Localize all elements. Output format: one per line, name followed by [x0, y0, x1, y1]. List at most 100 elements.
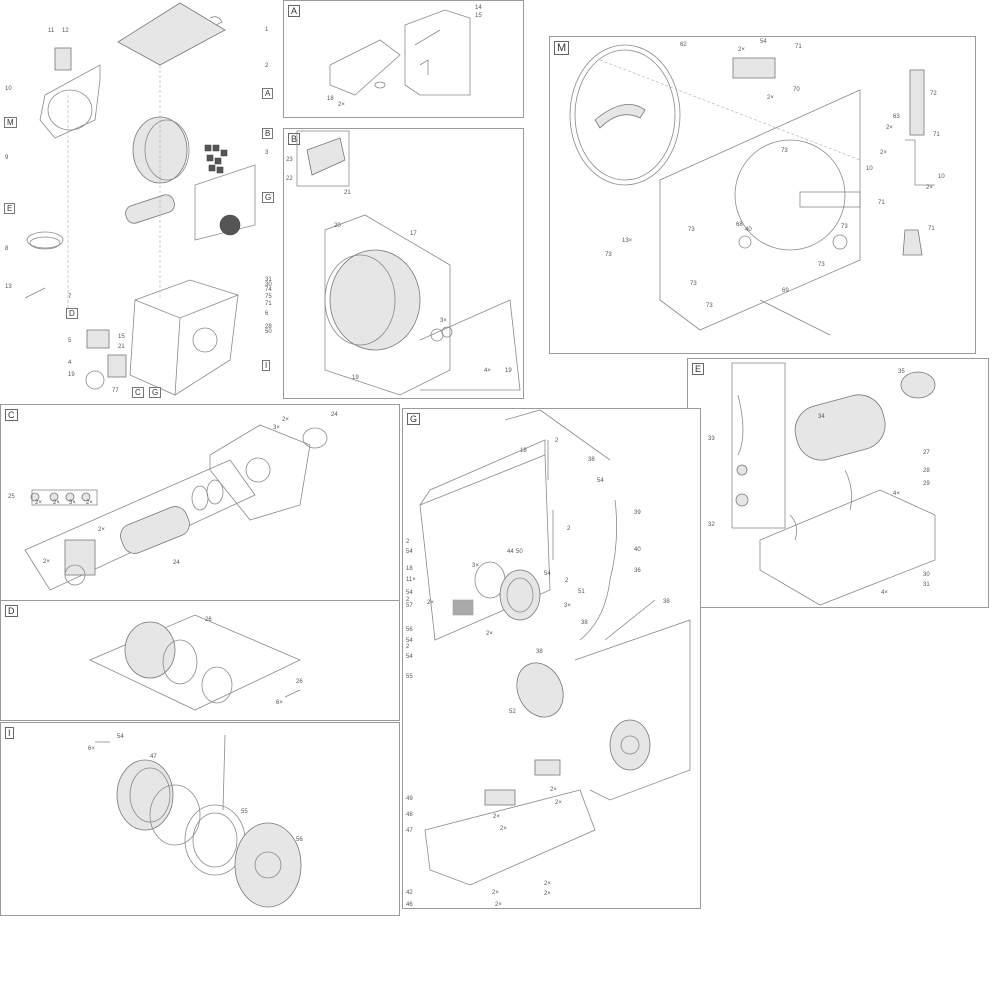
part-callout-label: 18 [406, 566, 413, 572]
part-callout-label: 55 [406, 674, 413, 680]
part-callout-label: 71 [928, 226, 935, 232]
part-callout-label: 18 [327, 96, 334, 102]
part-callout-label: 2× [544, 881, 551, 887]
part-callout-label: 47 [150, 754, 157, 760]
part-callout-label: 30 [265, 282, 272, 288]
main-tank [129, 279, 239, 396]
part-callout-label: 55 [241, 809, 248, 815]
part-callout-label: 21 [118, 344, 125, 350]
part-callout-label: 5 [68, 338, 72, 344]
part-callout-label: 48 [406, 812, 413, 818]
cable-box [732, 57, 776, 79]
part-callout-label: 40 [634, 547, 641, 553]
part-callout-label: 11× [406, 577, 416, 583]
part-callout-label: 40 [745, 227, 752, 233]
panel-b-art [296, 130, 521, 396]
part-callout-label: 46 [406, 902, 413, 908]
uv-tube [794, 394, 886, 461]
part-callout-label: 73 [781, 148, 788, 154]
section-reference-box: G [149, 387, 162, 398]
part-callout-label: 2× [492, 890, 499, 896]
part-callout-label: 2 [555, 438, 559, 444]
part-callout-label: 2× [493, 814, 500, 820]
part-callout-label: 74 [265, 287, 272, 293]
part-callout-label: 33 [708, 436, 715, 442]
part-callout-label: 54 [760, 39, 767, 45]
part-callout-label: 3× [564, 603, 571, 609]
section-reference-box: G [262, 192, 275, 203]
panel-c-art [24, 424, 328, 591]
section-reference-box: B [262, 128, 274, 139]
section-reference-box: I [262, 360, 271, 371]
part-callout-label: 9 [5, 155, 9, 161]
part-callout-label: 15 [475, 13, 482, 19]
part-callout-label: 38 [536, 649, 543, 655]
part-callout-label: 54 [406, 590, 413, 596]
part-callout-label: 2 [567, 526, 571, 532]
part-callout-label: 39 [634, 510, 641, 516]
part-callout-label: 44 [507, 549, 514, 555]
part-callout-label: 73 [688, 227, 695, 233]
part-callout-label: 23 [286, 157, 293, 163]
part-callout-label: 2× [926, 185, 933, 191]
part-callout-label: 17 [410, 231, 417, 237]
part-callout-label: 72 [930, 91, 937, 97]
part-callout-label: 2× [427, 600, 434, 606]
part-callout-label: 36 [634, 568, 641, 574]
part-callout-label: 2× [35, 500, 42, 506]
uv-clarifier [125, 194, 175, 224]
part-callout-label: 70 [793, 87, 800, 93]
part-callout-label: 2× [282, 417, 289, 423]
overview-art [24, 2, 256, 396]
part-callout-label: 2× [486, 631, 493, 637]
panel-g-art [419, 409, 691, 886]
part-callout-label: 19 [505, 368, 512, 374]
part-callout-label: 50 [516, 549, 523, 555]
part-callout-label: 19 [68, 372, 75, 378]
part-callout-label: 75 [265, 294, 272, 300]
pump-inlet [64, 539, 96, 576]
part-callout-label: 27 [923, 450, 930, 456]
part-callout-label: 54 [406, 638, 413, 644]
uv-lamp [909, 69, 925, 136]
part-callout-label: 3× [440, 318, 447, 324]
part-callout-label: 18 [520, 448, 527, 454]
part-callout-label: 10 [5, 86, 12, 92]
panel-d: D [0, 600, 400, 721]
part-callout-label: 2 [565, 578, 569, 584]
part-callout-label: 2× [495, 902, 502, 908]
part-callout-label: 10 [938, 174, 945, 180]
part-callout-label: 4 [68, 360, 72, 366]
part-callout-label: 12 [62, 28, 69, 34]
part-callout-label: 7 [68, 294, 72, 300]
part-callout-label: 3× [273, 425, 280, 431]
part-callout-label: 28 [923, 468, 930, 474]
part-callout-label: 77 [112, 388, 119, 394]
part-callout-label: 2× [550, 787, 557, 793]
part-callout-label: 11 [48, 28, 55, 34]
part-callout-label: 2× [880, 150, 887, 156]
part-callout-label: 3× [69, 500, 76, 506]
part-callout-label: 73 [690, 281, 697, 287]
part-callout-label: 49 [406, 796, 413, 802]
part-callout-label: 73 [818, 262, 825, 268]
panel-letter: C [5, 409, 18, 421]
part-callout-label: 26 [205, 617, 212, 623]
panel-letter: M [554, 41, 570, 55]
part-callout-label: 26 [296, 679, 303, 685]
part-callout-label: 2× [555, 800, 562, 806]
panel-letter: G [407, 413, 421, 425]
part-callout-label: 24 [331, 412, 338, 418]
part-callout-label: 31 [265, 277, 272, 283]
part-callout-label: 2× [767, 95, 774, 101]
panel-letter: A [288, 5, 301, 17]
pump [86, 329, 110, 349]
part-callout-label: 71 [795, 44, 802, 50]
part-callout-label: 6× [88, 746, 95, 752]
mount-plate [39, 64, 101, 139]
part-callout-label: 62 [680, 42, 687, 48]
part-callout-label: 22 [286, 176, 293, 182]
panel-d-art [89, 614, 301, 711]
part-callout-label: 54 [406, 549, 413, 555]
